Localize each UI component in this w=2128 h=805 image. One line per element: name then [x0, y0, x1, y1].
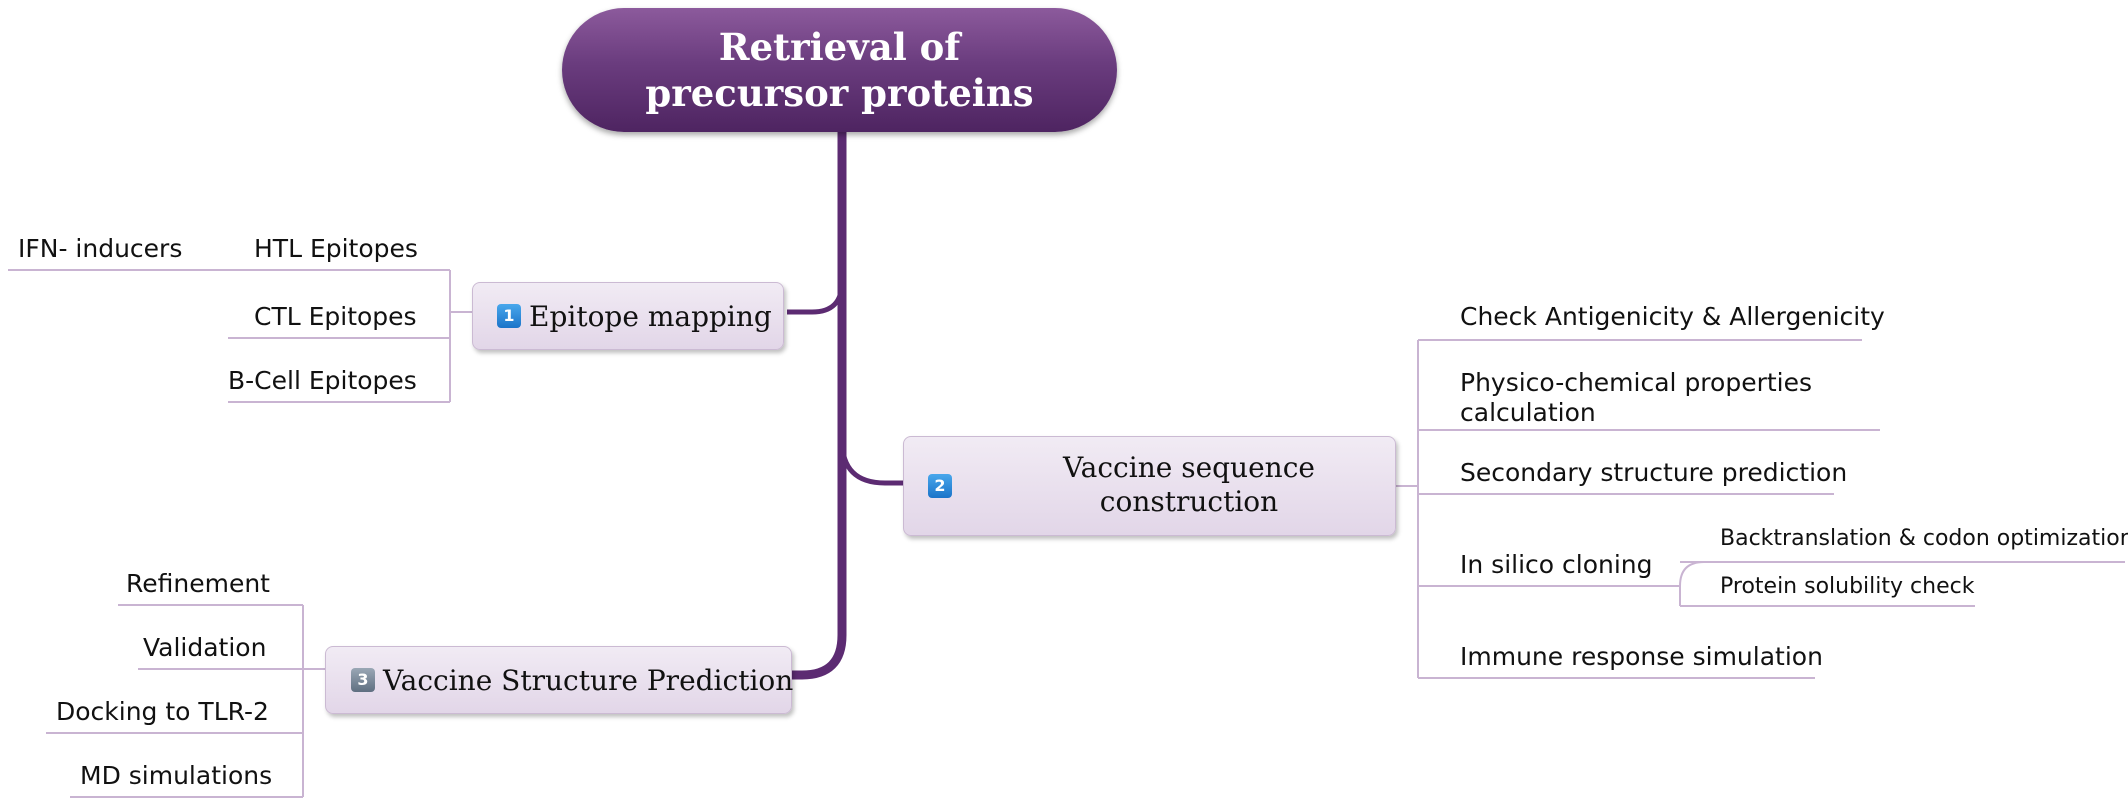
leaf-docking-tlr2: Docking to TLR-2 — [56, 697, 269, 726]
leaf-refinement: Refinement — [126, 569, 270, 598]
root-node: Retrieval of precursor proteins — [562, 8, 1117, 132]
trunk-line — [790, 132, 847, 680]
branch-label: Vaccine sequence construction — [1063, 451, 1315, 518]
leaf-backtranslation: Backtranslation & codon optimization — [1720, 526, 2128, 551]
root-label: Retrieval of precursor proteins — [645, 25, 1034, 115]
branch-vaccine-sequence[interactable]: 2 Vaccine sequence construction — [903, 436, 1396, 536]
number-badge-3: 3 — [351, 668, 375, 692]
leaf-secondary-structure: Secondary structure prediction — [1460, 458, 1848, 487]
leaf-in-silico-cloning: In silico cloning — [1460, 550, 1653, 579]
leaf-immune-simulation: Immune response simulation — [1460, 642, 1823, 671]
trunk-to-sequence — [839, 439, 903, 486]
leaf-htl-epitopes: HTL Epitopes — [254, 234, 418, 263]
leaf-ctl-epitopes: CTL Epitopes — [254, 302, 417, 331]
branch-epitope-mapping[interactable]: 1 Epitope mapping — [472, 282, 784, 350]
leaf-protein-solubility: Protein solubility check — [1720, 574, 1975, 599]
leaf-validation: Validation — [143, 633, 267, 662]
number-badge-2: 2 — [928, 474, 952, 498]
leaf-md-simulations: MD simulations — [80, 761, 273, 790]
leaf-antigenicity: Check Antigenicity & Allergenicity — [1460, 302, 1885, 331]
leaf-ifn-inducers: IFN- inducers — [18, 234, 183, 263]
leaf-physico-chemical: Physico-chemical properties calculation — [1460, 368, 1813, 427]
number-badge-1: 1 — [497, 304, 521, 328]
branch-structure-prediction[interactable]: 3 Vaccine Structure Prediction — [325, 646, 794, 714]
branch-label: Vaccine Structure Prediction — [383, 663, 794, 697]
leaf-bcell-epitopes: B-Cell Epitopes — [228, 366, 417, 395]
branch-label: Epitope mapping — [529, 299, 772, 333]
trunk-to-epitope — [787, 281, 845, 315]
